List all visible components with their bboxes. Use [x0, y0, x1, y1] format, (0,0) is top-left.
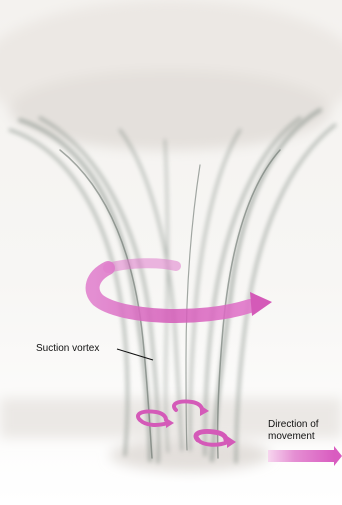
suction-vortex-label: Suction vortex	[36, 343, 99, 355]
direction-of-movement-label: Direction of movement	[268, 419, 338, 443]
cloud-base	[0, 0, 342, 150]
